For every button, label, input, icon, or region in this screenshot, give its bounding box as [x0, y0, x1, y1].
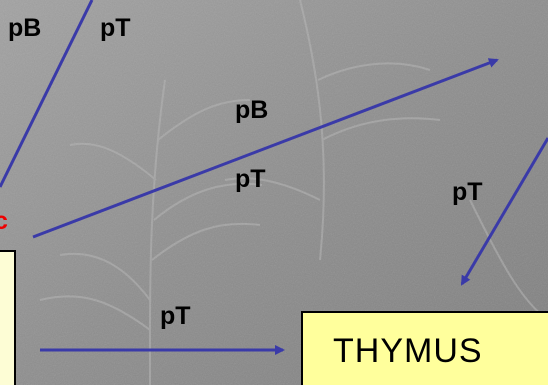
label-right-pt: pT — [452, 178, 483, 206]
label-bottom-pt: pT — [160, 302, 191, 330]
left-box-partial — [0, 250, 16, 385]
arrow-to-thymus-diagonal — [460, 137, 548, 286]
label-top-left-pb: pB — [8, 14, 42, 42]
label-middle-pt: pT — [235, 165, 266, 193]
arrow-top-left-line — [0, 0, 94, 188]
thymus-box: THYMUS — [301, 311, 548, 385]
arrow-to-top-right — [32, 58, 499, 239]
label-red-partial: c — [0, 207, 8, 235]
thymus-label: THYMUS — [333, 332, 483, 370]
label-middle-pb: pB — [235, 96, 269, 124]
label-top-left-pt: pT — [100, 14, 131, 42]
